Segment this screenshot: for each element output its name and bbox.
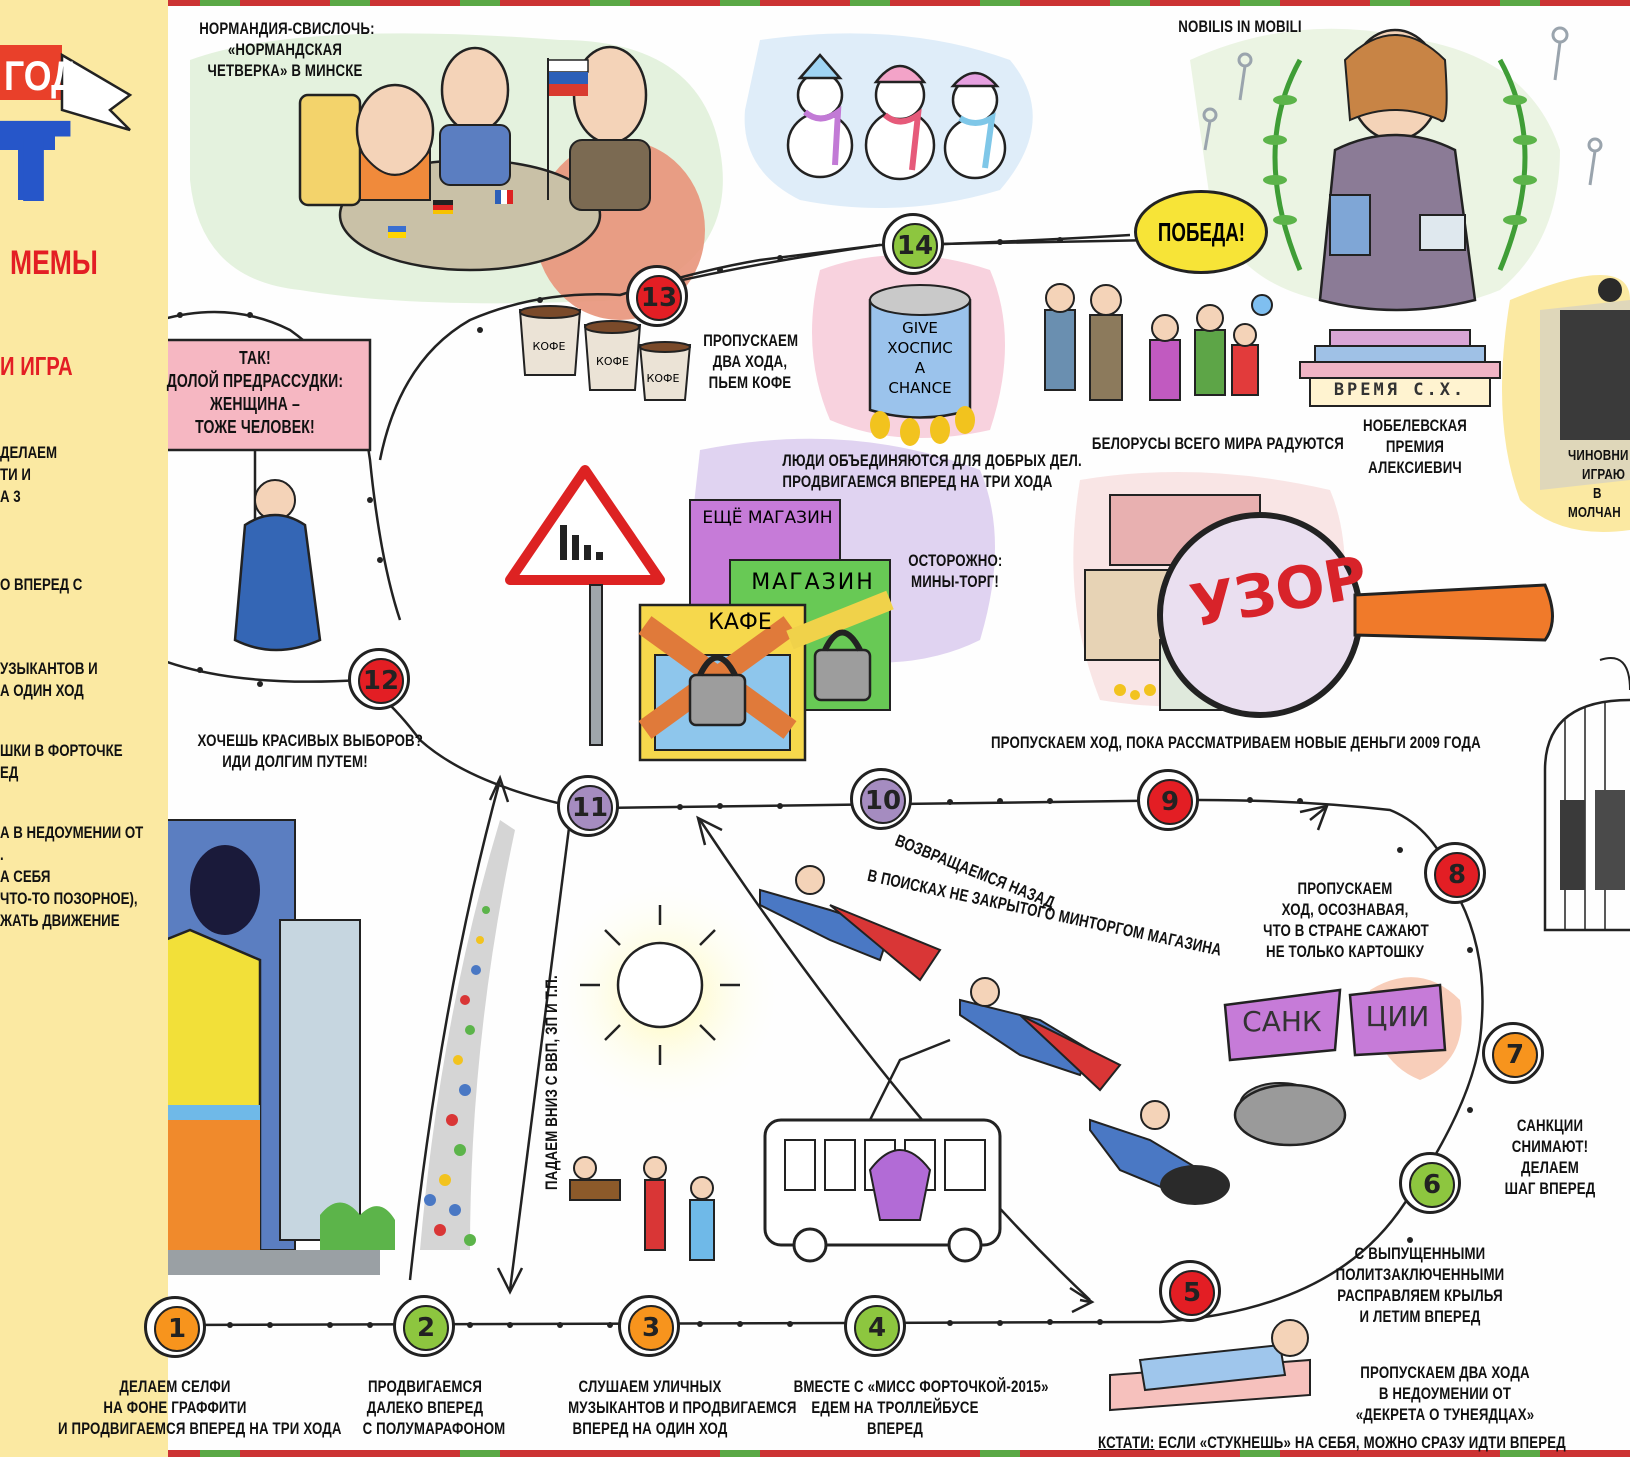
vremya-plaque: ВРЕМЯ С.Х. [1333,380,1467,400]
cell-number: 5 [1169,1270,1215,1316]
board-cell-9[interactable]: 9 [1137,769,1199,831]
label-elections: ХОЧЕШЬ КРАСИВЫХ ВЫБОРОВ?ИДИ ДОЛГИМ ПУТЕМ… [197,731,424,771]
board-cell-3[interactable]: 3 [618,1295,680,1357]
label-money: ПРОПУСКАЕМ ХОД, ПОКА РАССМАТРИВАЕМ НОВЫЕ… [991,733,1481,752]
sidebar-header-word: ГОД [4,52,77,99]
board-cell-13[interactable]: 13 [626,265,688,327]
cell-number: 3 [628,1305,674,1351]
label-belarusians: БЕЛОРУСЫ ВСЕГО МИРА РАДУЮТСЯ [1091,434,1344,453]
sidebar-banner-graphic [0,45,133,200]
pobeda-bubble: ПОБЕДА! [1134,190,1268,274]
pobeda-text: ПОБЕДА! [1157,216,1245,247]
coffee-cup-label-2: КОФЕ [596,355,629,368]
cell-number: 11 [567,785,613,831]
cafe-shop-sign: КАФЕ [708,610,772,635]
board-cell-6[interactable]: 6 [1399,1152,1461,1214]
sidebar-subtitle: МЕМЫ [10,244,98,282]
label-nobilis: NOBILIS IN MOBILI [1178,17,1302,36]
label-minetorg: ОСТОРОЖНО:МИНЫ-ТОРГ! [908,551,1003,591]
label-step-4: ВМЕСТЕ С «МИСС ФОРТОЧКОЙ-2015»ЕДЕМ НА ТР… [793,1377,1049,1438]
board-cell-10[interactable]: 10 [850,768,912,830]
cell-number: 10 [860,778,906,824]
coffee-cup-label-3: КОФЕ [646,372,680,385]
sidebar-section-title: И ИГРА [0,351,73,381]
cell-number: 6 [1409,1162,1455,1208]
cell-number: 13 [636,275,682,321]
coffee-cup-label-1: КОФЕ [532,340,566,353]
cell-number: 4 [854,1305,900,1351]
cell-number: 8 [1434,852,1480,898]
board-cell-8[interactable]: 8 [1424,842,1486,904]
board-cell-11[interactable]: 11 [557,775,619,837]
cell-number: 14 [892,223,938,269]
label-women-sign: ТАК!ДОЛОЙ ПРЕДРАССУДКИ:ЖЕНЩИНА –ТОЖЕ ЧЕЛ… [166,348,344,437]
snitch-note-text: ЕСЛИ «СТУКНЕШЬ» НА СЕБЯ, МОЖНО СРАЗУ ИДТ… [1158,1433,1566,1452]
label-gdp: ПАДАЕМ ВНИЗ С ВВП, ЗП И Т.П. [542,975,561,1190]
cell-number: 2 [403,1305,449,1351]
sanctions-piece-right: ЦИИ [1365,1000,1430,1033]
sidebar-rule-5: А В НЕДОУМЕНИИ ОТ. [0,823,144,864]
cell-number: 1 [154,1306,200,1352]
cell-number: 12 [358,658,404,704]
board-cell-1[interactable]: 1 [144,1296,206,1358]
board-cell-2[interactable]: 2 [393,1295,455,1357]
board-cell-12[interactable]: 12 [348,648,410,710]
board-cell-5[interactable]: 5 [1159,1260,1221,1322]
board-cell-4[interactable]: 4 [844,1295,906,1357]
cell-number: 7 [1492,1032,1538,1078]
magazin-shop-sign: МАГАЗИН [751,570,875,595]
board-cell-7[interactable]: 7 [1482,1022,1544,1084]
board-cell-14[interactable]: 14 [882,213,944,275]
label-hospice: ЛЮДИ ОБЪЕДИНЯЮТСЯ ДЛЯ ДОБРЫХ ДЕЛ.ПРОДВИГ… [782,451,1082,491]
cell-number: 9 [1147,779,1193,825]
sidebar-rule-2: О ВПЕРЕД С [0,575,83,594]
label-snitch-note: КСТАТИ: ЕСЛИ «СТУКНЕШЬ» НА СЕБЯ, МОЖНО С… [1098,1432,1566,1453]
sidebar-big-letter: Т [0,99,72,227]
eshche-magazin-sign: ЕЩЁ МАГАЗИН [702,508,833,528]
sanctions-piece-left: САНК [1242,1005,1322,1038]
snitch-note-key: КСТАТИ: [1098,1433,1155,1452]
